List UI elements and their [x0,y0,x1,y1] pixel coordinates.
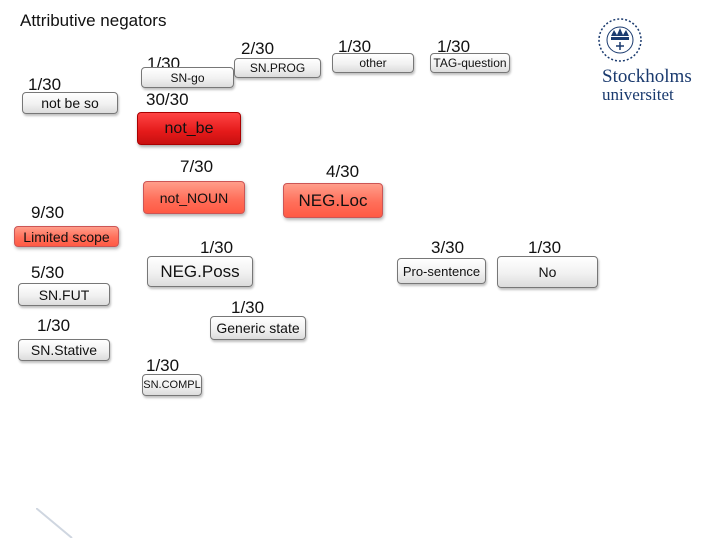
sn-go-box: SN-go [141,67,234,88]
neg-loc-box: NEG.Loc [283,183,383,218]
other-count: 1/30 [338,37,372,56]
not-be-so-count: 1/30 [28,75,62,94]
generic-state-label: Generic state [216,320,300,336]
sn-stative-count: 1/30 [37,316,71,335]
logo-wordmark-line1: Stockholms [602,66,692,87]
not-be-box: not_be [137,112,241,145]
sn-compl-count: 1/30 [146,356,180,375]
generic-state-box: Generic state [210,316,306,340]
crown-seal-icon [598,18,642,62]
limited-scope-label: Limited scope [23,228,110,245]
other-box: other [332,53,414,73]
no-label: No [538,264,557,280]
pro-sentence-label: Pro-sentence [402,263,481,279]
sn-fut-label: SN.FUT [38,286,90,303]
not-be-so-box: not be so [22,92,118,114]
sn-prog-box: SN.PROG [234,58,321,78]
sn-stative-box: SN.Stative [18,339,110,361]
sn-prog-label: SN.PROG [249,61,306,75]
sn-fut-box: SN.FUT [18,283,110,306]
tag-question-label: TAG-question [433,56,507,70]
not-noun-box: not_NOUN [143,181,245,214]
not-noun-count: 7/30 [180,157,214,176]
neg-loc-label: NEG.Loc [298,190,368,210]
neg-loc-count: 4/30 [326,162,360,181]
decorative-divider [36,508,73,538]
no-box: No [497,256,598,288]
not-be-label: not_be [164,119,214,137]
neg-poss-count: 1/30 [200,238,234,257]
logo-wordmark-line2: universitet [602,85,674,104]
neg-poss-box: NEG.Poss [147,256,253,287]
neg-poss-label: NEG.Poss [160,261,240,281]
not-be-so-label: not be so [41,95,99,111]
limited-scope-count: 9/30 [31,203,65,222]
page-title: Attributive negators [20,11,167,30]
sn-prog-count: 2/30 [241,39,275,58]
pro-sentence-count: 3/30 [431,238,465,257]
no-count: 1/30 [528,238,562,257]
sn-stative-label: SN.Stative [30,342,98,358]
limited-scope-box: Limited scope [14,226,119,247]
other-label: other [359,56,387,70]
not-noun-label: not_NOUN [159,189,229,206]
sn-fut-count: 5/30 [31,263,65,282]
tag-question-box: TAG-question [430,53,510,73]
sn-compl-box: SN.COMPL [142,374,202,396]
generic-state-count: 1/30 [231,298,265,317]
sn-go-label: SN-go [170,70,205,85]
sn-compl-label: SN.COMPL [143,379,201,391]
not-be-count: 30/30 [146,90,189,109]
pro-sentence-box: Pro-sentence [397,258,486,284]
tag-question-count: 1/30 [437,37,471,56]
